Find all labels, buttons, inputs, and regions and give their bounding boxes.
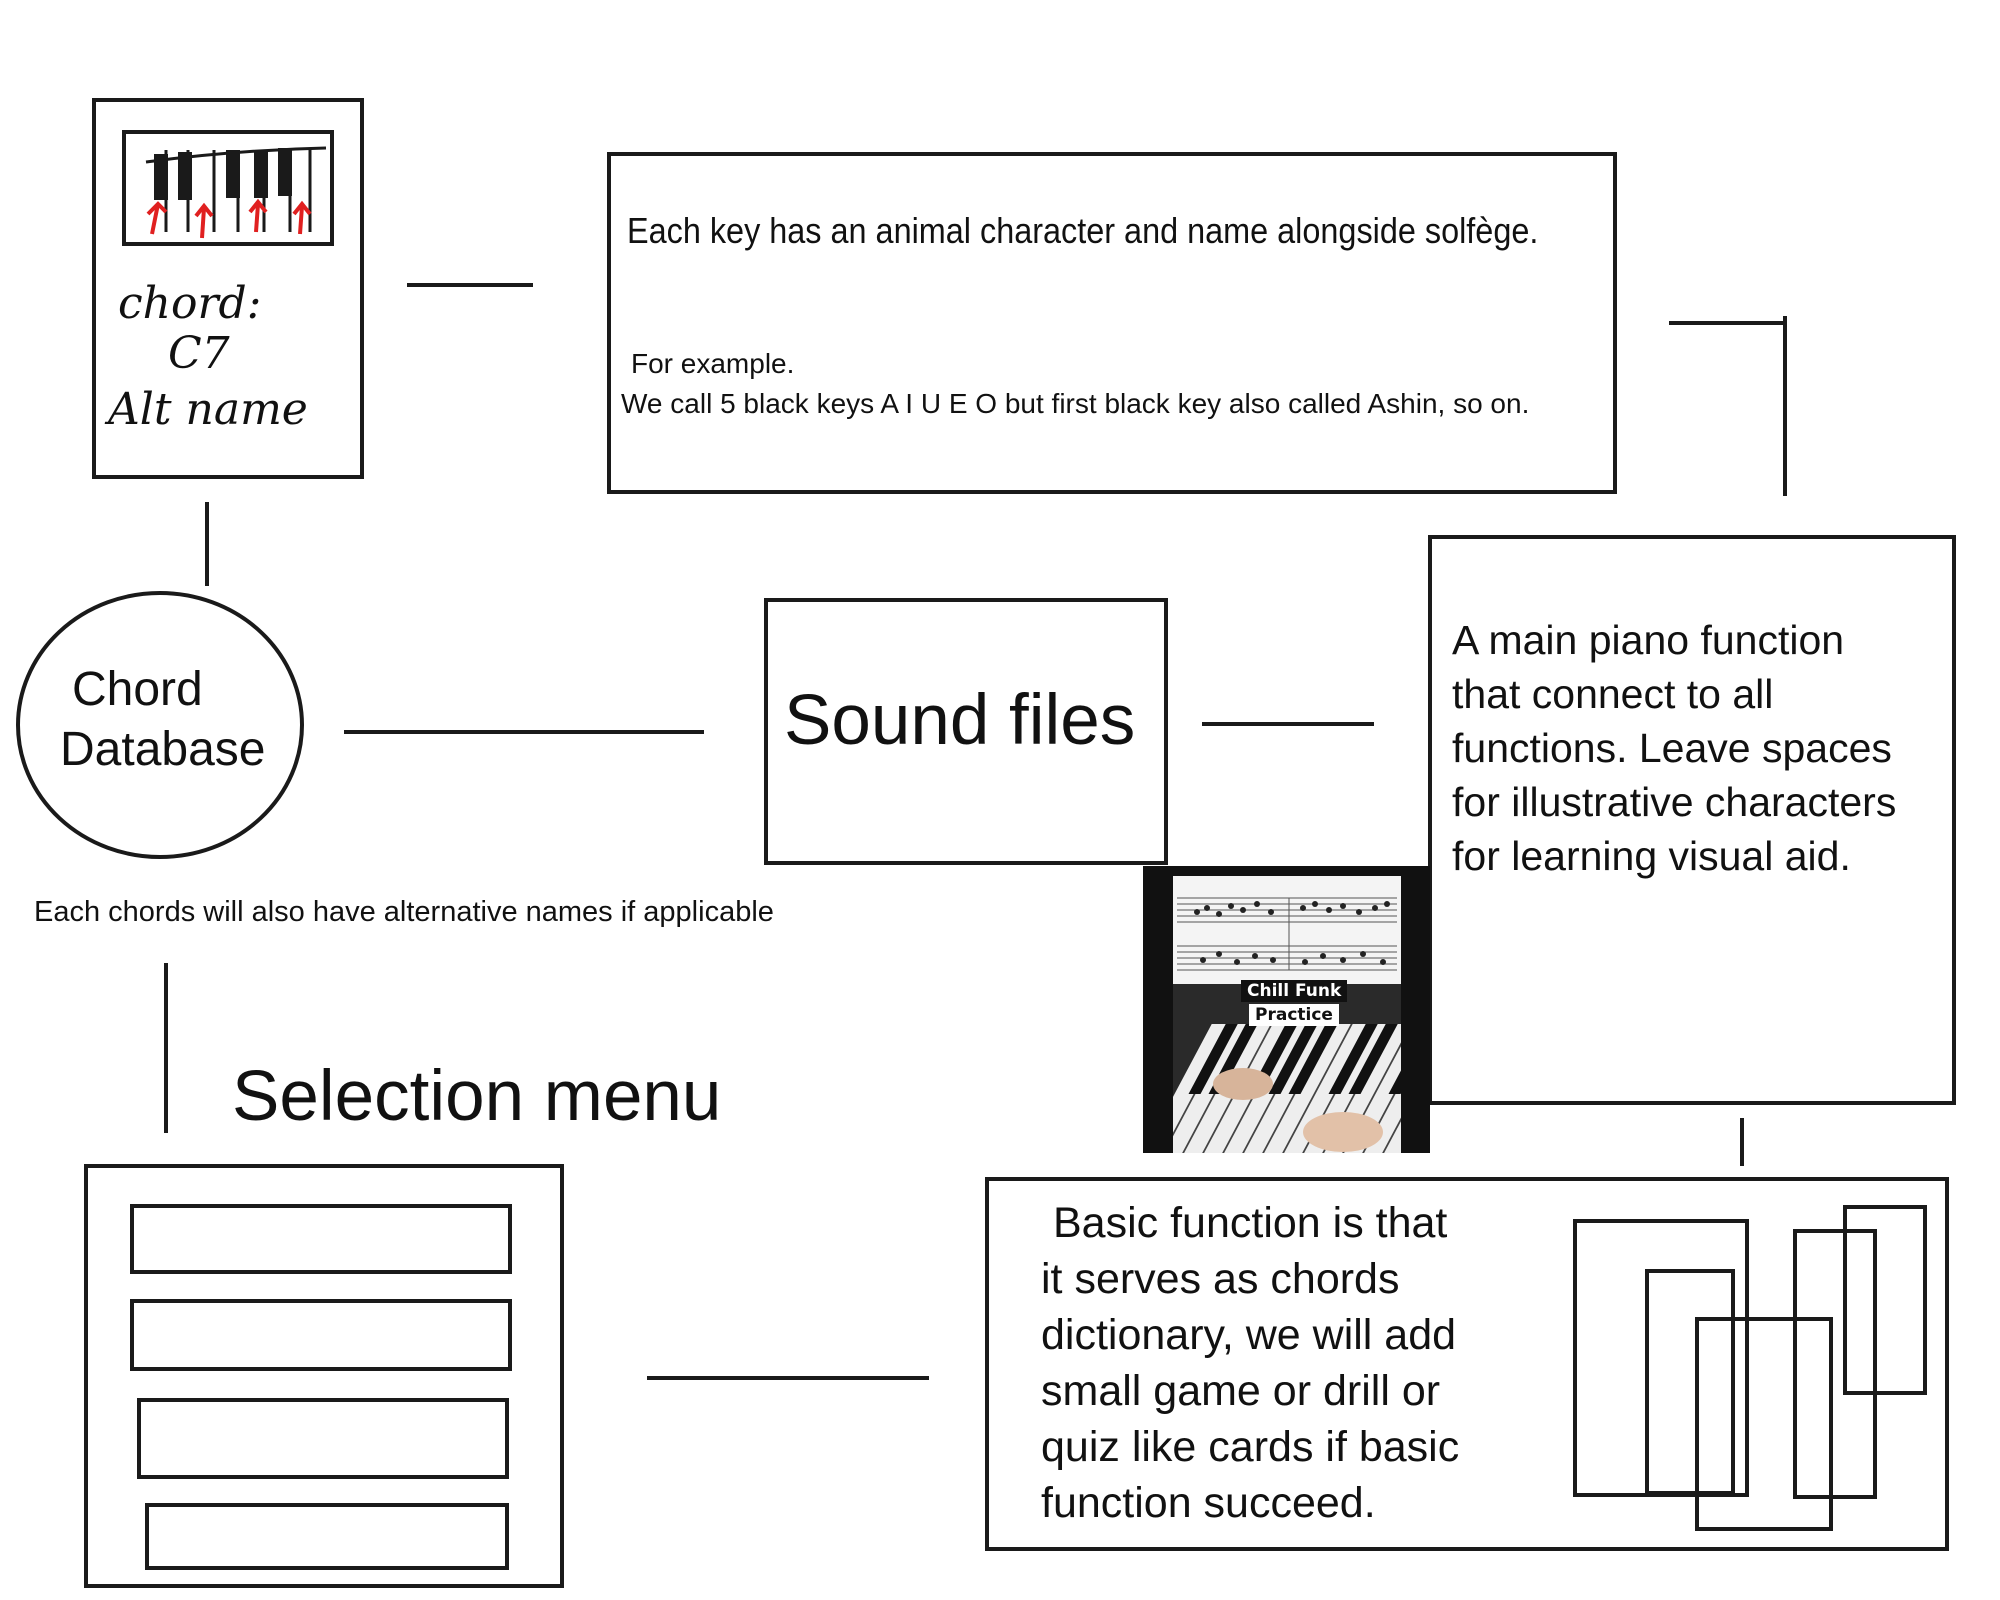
- connector-line: [164, 963, 168, 1133]
- overlapping-cards-sketch: [1573, 1205, 1927, 1531]
- connector-line: [1669, 321, 1785, 325]
- main-piano-text-line: A main piano function: [1452, 617, 1845, 663]
- piano-keys-card: chord: C7 Alt name: [92, 98, 364, 479]
- menu-option-1[interactable]: [130, 1204, 512, 1274]
- connector-line: [344, 730, 704, 734]
- sheet-music-image: [1173, 876, 1401, 984]
- main-piano-text-line: functions. Leave spaces: [1452, 725, 1892, 771]
- video-tag-line1: Chill Funk: [1241, 980, 1348, 1002]
- main-piano-text-line: for learning visual aid.: [1452, 833, 1851, 879]
- selection-menu-title: Selection menu: [232, 1057, 722, 1136]
- piano-practice-video-thumbnail[interactable]: Chill Funk Practice: [1143, 866, 1430, 1153]
- menu-option-3[interactable]: [137, 1398, 509, 1479]
- sound-files-label: Sound files: [784, 681, 1136, 760]
- connector-line: [1783, 316, 1787, 496]
- sound-files-box: Sound files: [764, 598, 1168, 865]
- selection-menu-box: [84, 1164, 564, 1588]
- connector-line: [1740, 1118, 1744, 1166]
- piano-keyboard-photo: [1173, 984, 1401, 1153]
- basic-function-text-line: quiz like cards if basic: [1041, 1423, 1460, 1471]
- info-heading: Each key has an animal character and nam…: [627, 210, 1539, 251]
- mini-keyboard-sketch: [122, 130, 334, 246]
- basic-function-text-line: Basic function is that: [1053, 1199, 1448, 1247]
- menu-option-2[interactable]: [130, 1299, 512, 1371]
- chord-database-circle: [16, 591, 304, 859]
- info-example-text: We call 5 black keys A I U E O but first…: [621, 388, 1530, 419]
- basic-function-text-line: it serves as chords: [1041, 1255, 1400, 1303]
- chord-database-label-line1: Chord: [72, 663, 203, 716]
- basic-function-text-line: small game or drill or: [1041, 1367, 1441, 1415]
- connector-line: [1202, 722, 1374, 726]
- chord-alt-names-note: Each chords will also have alternative n…: [34, 896, 774, 928]
- chord-database-label-line2: Database: [60, 723, 266, 776]
- handwritten-chord-value: C7: [168, 328, 230, 379]
- basic-function-text-line: dictionary, we will add: [1041, 1311, 1457, 1359]
- connector-line: [647, 1376, 929, 1380]
- video-tag-line2: Practice: [1249, 1004, 1339, 1026]
- red-arrow-icons: [146, 198, 312, 239]
- connector-line: [407, 283, 533, 287]
- basic-function-box: Basic function is that it serves as chor…: [985, 1177, 1949, 1551]
- info-example-label: For example.: [631, 348, 795, 379]
- handwritten-chord-label: chord:: [118, 278, 262, 329]
- key-naming-info-box: Each key has an animal character and nam…: [607, 152, 1617, 494]
- main-piano-text-line: for illustrative characters: [1452, 779, 1897, 825]
- main-piano-function-box: A main piano function that connect to al…: [1428, 535, 1956, 1105]
- handwritten-alt-name: Alt name: [108, 384, 308, 435]
- basic-function-text-line: function succeed.: [1041, 1479, 1376, 1527]
- connector-line: [205, 502, 209, 586]
- menu-option-4[interactable]: [145, 1503, 509, 1570]
- main-piano-text-line: that connect to all: [1452, 671, 1774, 717]
